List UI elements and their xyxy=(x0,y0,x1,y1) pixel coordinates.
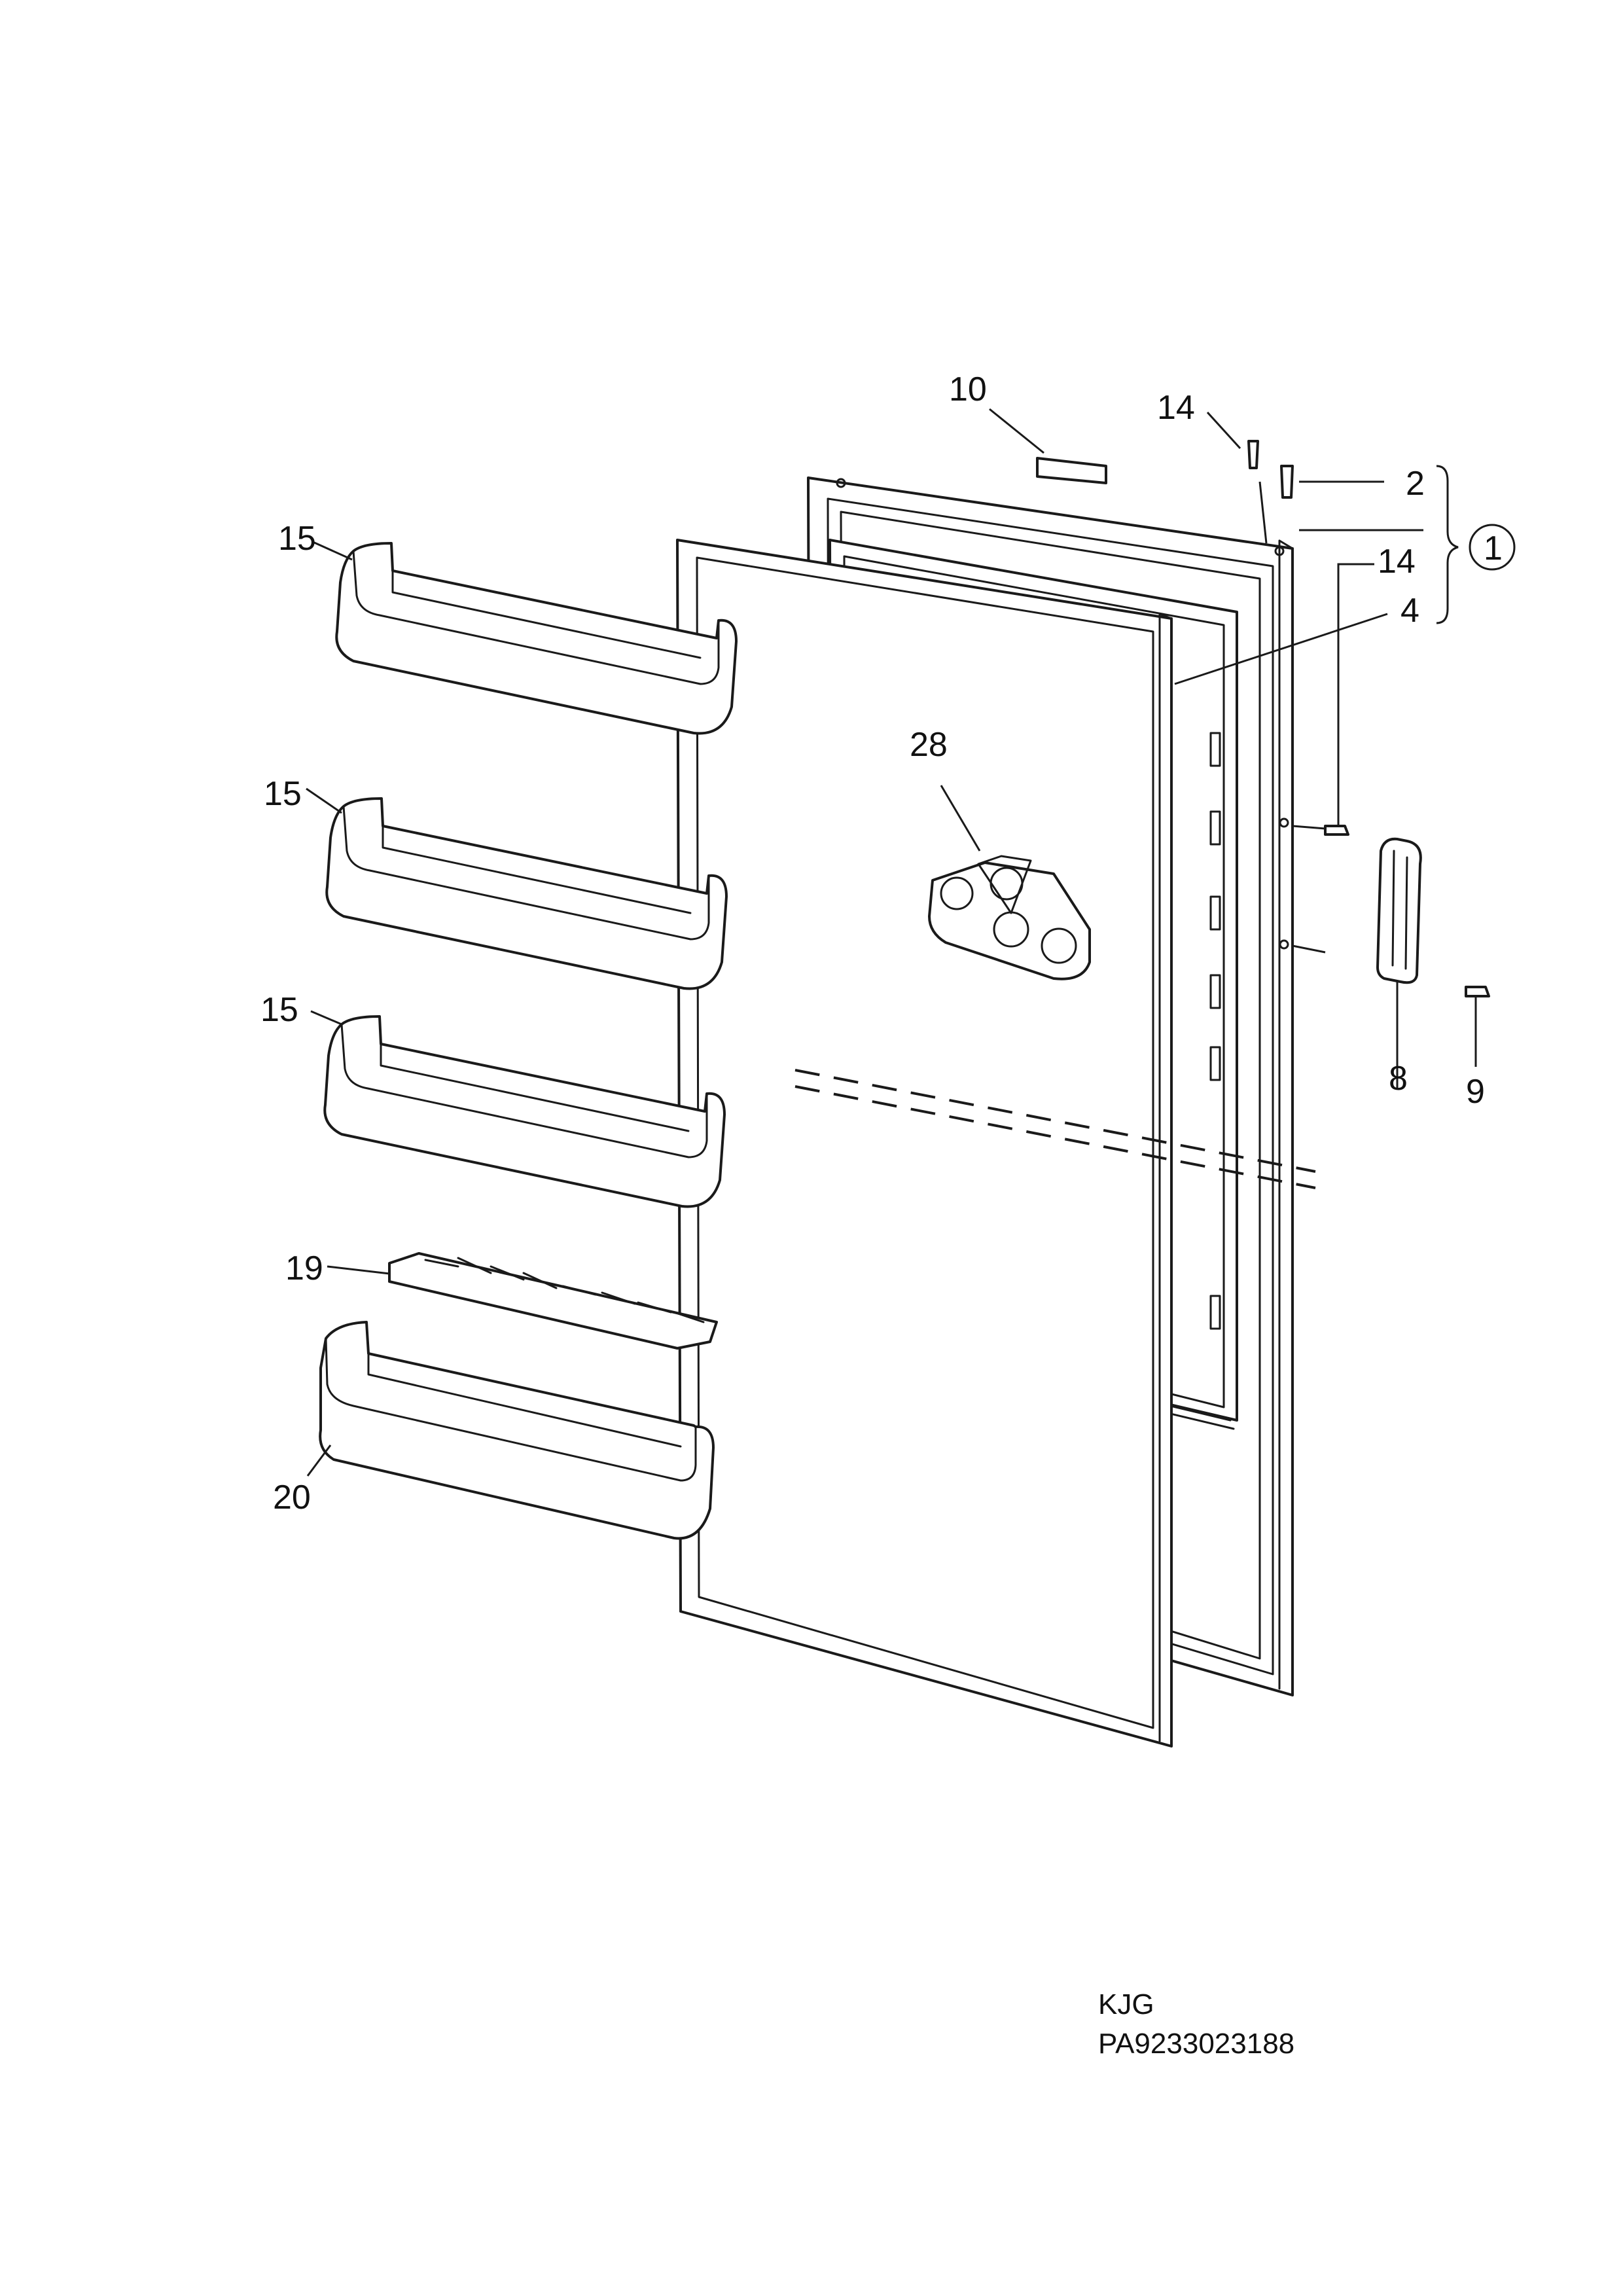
leader-lines xyxy=(306,408,1477,1477)
callout-15: 15 xyxy=(260,991,298,1029)
hinge-screw xyxy=(1280,465,1294,499)
callout-19: 19 xyxy=(285,1249,323,1287)
group-brace xyxy=(1436,465,1516,624)
bottle-shelf xyxy=(319,1321,715,1540)
handle-screw-lower xyxy=(1465,986,1490,997)
break-lines xyxy=(794,1069,1316,1189)
cover-plate xyxy=(1036,457,1107,484)
door-shelf xyxy=(325,797,728,990)
callout-14: 14 xyxy=(1157,389,1195,427)
callout-2: 2 xyxy=(1406,465,1425,503)
door-shelf xyxy=(323,1015,726,1208)
handle-screw-upper xyxy=(1324,825,1349,836)
egg-tray xyxy=(928,855,1091,980)
door-handle xyxy=(1376,837,1422,984)
door-shelf xyxy=(335,542,738,735)
callout-4: 4 xyxy=(1400,592,1419,630)
callout-15: 15 xyxy=(278,520,316,558)
callout-1: 1 xyxy=(1484,529,1503,567)
door-gasket xyxy=(676,539,1173,1748)
callout-9: 9 xyxy=(1466,1073,1485,1111)
callout-15: 15 xyxy=(264,775,302,813)
footer-code-line1: KJG xyxy=(1098,1988,1154,2020)
callout-28: 28 xyxy=(910,726,948,764)
callout-8: 8 xyxy=(1389,1060,1408,1098)
callout-14: 14 xyxy=(1378,543,1416,581)
callout-20: 20 xyxy=(273,1479,311,1516)
callout-10: 10 xyxy=(949,370,987,408)
group-callout-circle xyxy=(1469,524,1516,571)
butter-shelf-lid xyxy=(388,1252,718,1350)
hinge-pin xyxy=(1247,440,1259,469)
footer-code-line2: PA9233023188 xyxy=(1098,2028,1294,2060)
